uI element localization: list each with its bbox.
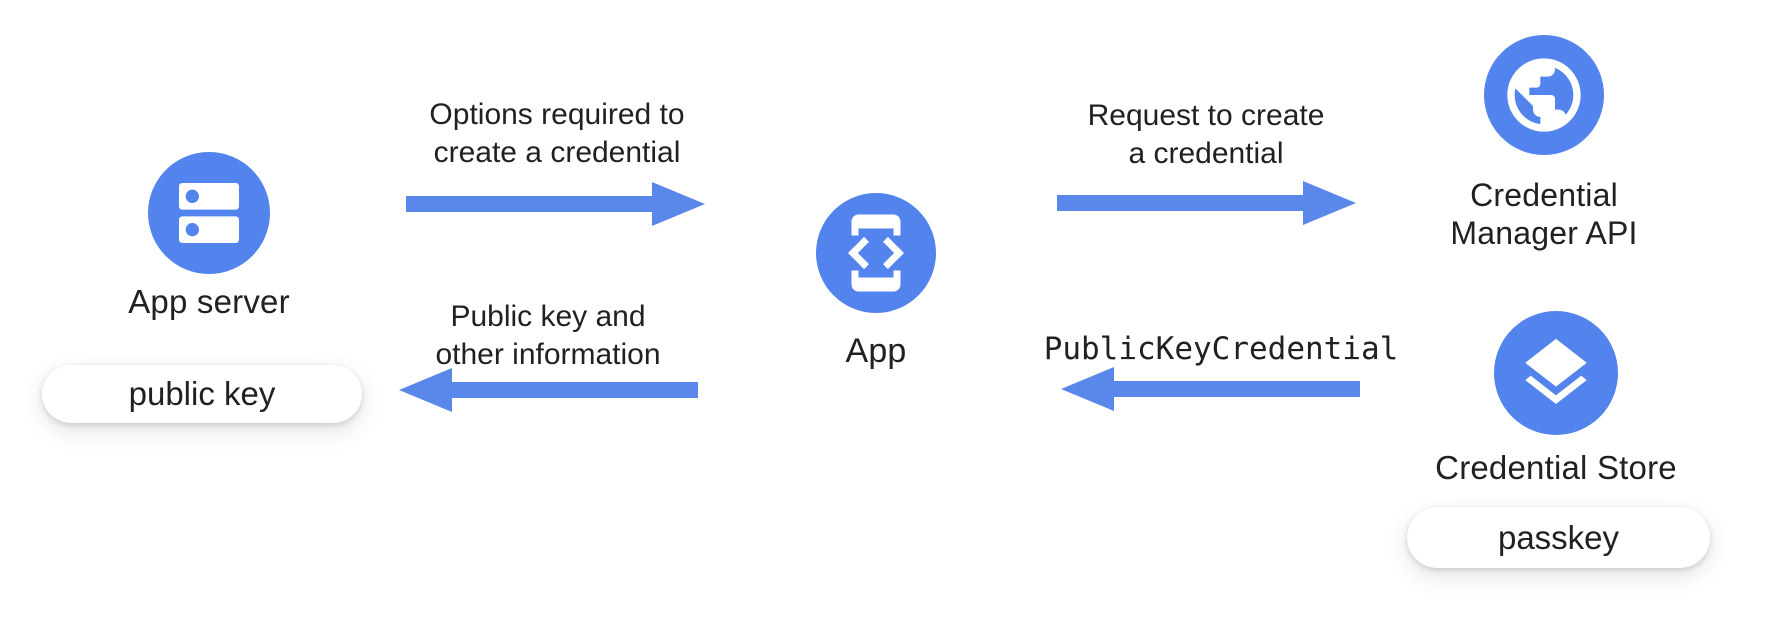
credential-manager-api-node	[1484, 35, 1604, 155]
flow-label-options-line2: create a credential	[433, 136, 681, 169]
flow-label-request-create-line2: a credential	[1128, 137, 1284, 170]
credential-manager-api-label-line2: Manager API	[1450, 215, 1638, 251]
arrow-right-request	[1057, 180, 1357, 226]
credential-store-node	[1494, 311, 1618, 435]
layers-icon	[1515, 332, 1597, 414]
credential-store-label: Credential Store	[1435, 449, 1677, 486]
flow-label-publickeycredential-line1: PublicKeyCredential	[1043, 331, 1399, 367]
developer-mode-phone-code-icon	[834, 211, 918, 295]
flow-label-public-key-return-line1: Public key and	[450, 300, 646, 333]
flow-label-options-line1: Options required to	[429, 98, 685, 131]
globe-icon	[1500, 51, 1588, 139]
flow-label-request-create: Request to create a credential	[1040, 97, 1372, 173]
arrow-right-options	[406, 181, 706, 227]
app-server-node	[148, 152, 270, 274]
public-key-badge-text: public key	[128, 375, 276, 412]
flow-label-request-create-line1: Request to create	[1087, 99, 1325, 132]
flow-label-public-key-return-line2: other information	[435, 338, 661, 371]
app-node	[816, 193, 936, 313]
credential-manager-api-label-line1: Credential	[1470, 177, 1618, 213]
app-server-label: App server	[128, 283, 290, 320]
passkey-badge-text: passkey	[1497, 518, 1620, 556]
dns-server-icon	[169, 173, 249, 253]
arrow-left-public-key	[398, 367, 698, 413]
arrow-left-publickeycredential	[1060, 366, 1360, 412]
passkey-badge: passkey	[1407, 507, 1710, 568]
flow-label-publickeycredential: PublicKeyCredential	[1021, 330, 1421, 368]
credential-manager-api-label: Credential Manager API	[1394, 176, 1694, 252]
app-label: App	[845, 332, 907, 370]
public-key-badge: public key	[42, 365, 362, 423]
flow-label-public-key-return: Public key and other information	[386, 298, 710, 374]
flow-label-options: Options required to create a credential	[395, 96, 719, 172]
